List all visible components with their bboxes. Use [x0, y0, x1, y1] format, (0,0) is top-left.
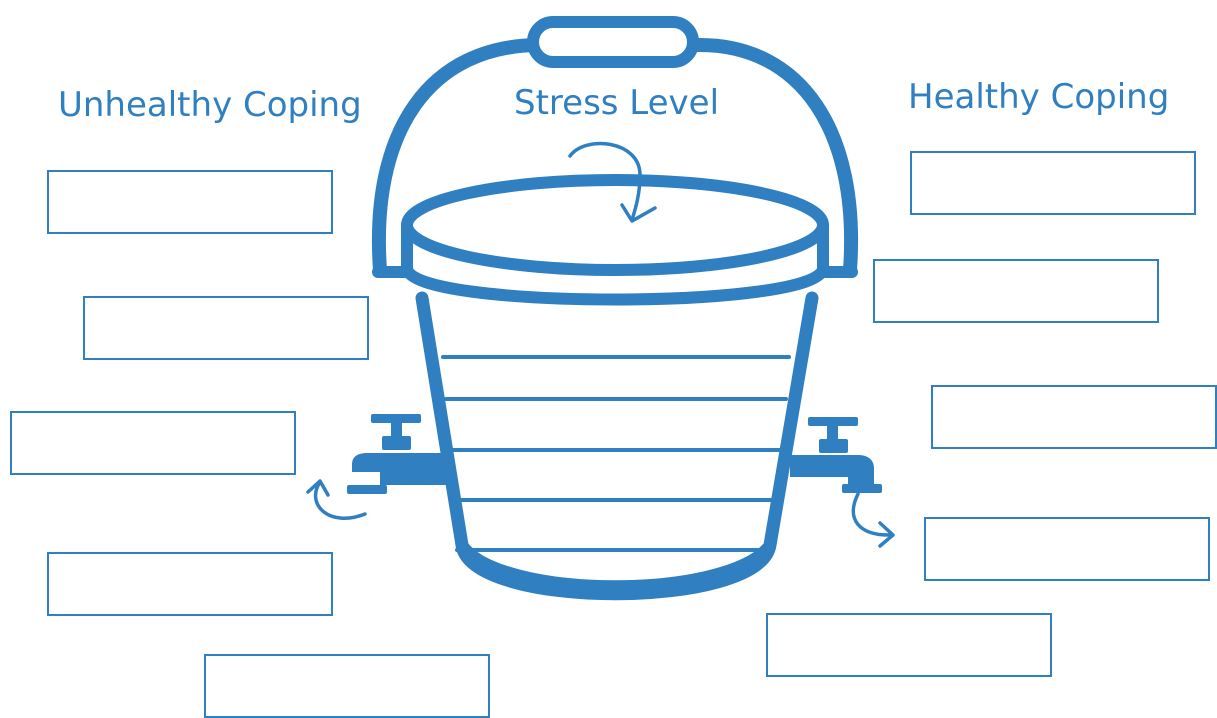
healthy-coping-box-4[interactable]: [924, 517, 1210, 581]
unhealthy-coping-box-5[interactable]: [204, 654, 490, 718]
healthy-coping-box-3[interactable]: [931, 385, 1217, 449]
healthy-coping-box-2[interactable]: [873, 259, 1159, 323]
bucket-icon: [401, 174, 829, 601]
healthy-coping-box-1[interactable]: [910, 151, 1196, 215]
faucet-icon-right: [790, 417, 882, 493]
unhealthy-coping-box-3[interactable]: [10, 411, 296, 475]
healthy-coping-box-5[interactable]: [766, 613, 1052, 677]
healthy-coping-heading: Healthy Coping: [908, 77, 1170, 117]
stress-level-heading: Stress Level: [514, 83, 720, 123]
curved-arrow-icon-right: [851, 492, 895, 548]
faucet-icon-left: [347, 414, 446, 494]
unhealthy-coping-box-2[interactable]: [83, 296, 369, 360]
unhealthy-coping-box-1[interactable]: [47, 170, 333, 234]
curved-arrow-icon-stress: [568, 141, 657, 223]
curved-arrow-icon-left: [306, 479, 367, 521]
unhealthy-coping-box-4[interactable]: [47, 552, 333, 616]
unhealthy-coping-heading: Unhealthy Coping: [58, 85, 362, 125]
